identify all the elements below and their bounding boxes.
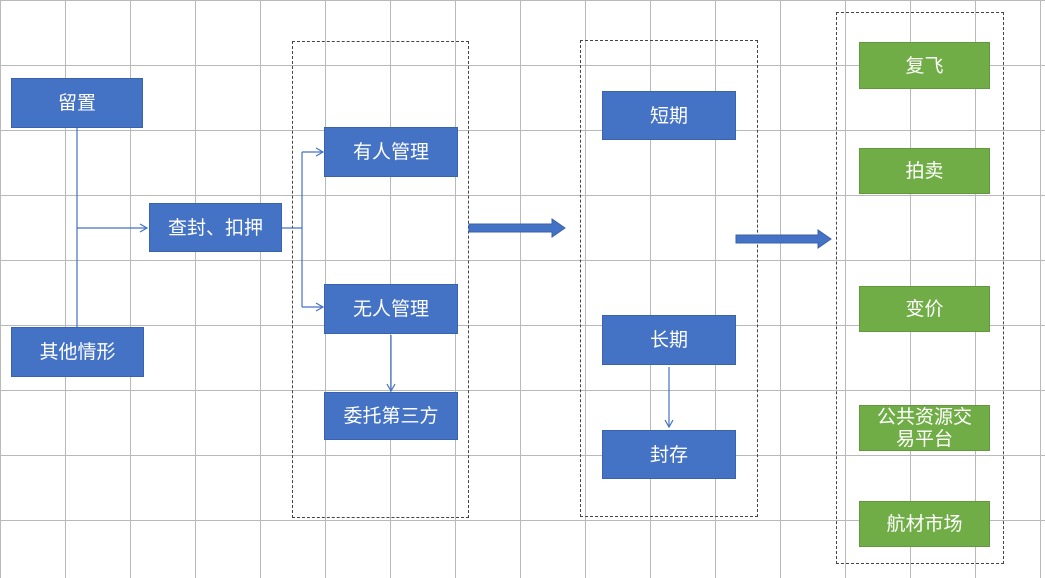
node-fengcun: 封存	[602, 430, 736, 479]
node-fufei-label: 复飞	[905, 54, 944, 77]
node-weituo: 委托第三方	[324, 392, 458, 440]
node-fengcun-label: 封存	[649, 443, 688, 466]
node-liuzhi-label: 留置	[57, 92, 96, 114]
node-youren-label: 有人管理	[352, 141, 429, 163]
node-gonggong-label: 公共资源交易平台	[876, 406, 972, 450]
node-chafeng: 查封、扣押	[149, 203, 282, 252]
node-changqi-label: 长期	[649, 329, 688, 351]
disposal-group	[836, 12, 1004, 564]
node-qita: 其他情形	[11, 327, 144, 377]
node-paimai-label: 拍卖	[905, 160, 944, 182]
node-hangcai: 航材市场	[859, 501, 990, 547]
management-group	[292, 41, 469, 518]
node-wuren-label: 无人管理	[352, 298, 429, 320]
node-changqi: 长期	[602, 315, 736, 365]
node-paimai: 拍卖	[859, 148, 990, 194]
node-duanqi-label: 短期	[649, 104, 688, 127]
duration-group	[580, 40, 758, 517]
node-weituo-label: 委托第三方	[343, 405, 439, 427]
node-youren: 有人管理	[324, 127, 458, 177]
node-gonggong: 公共资源交易平台	[859, 405, 990, 451]
node-hangcai-label: 航材市场	[886, 513, 963, 535]
node-wuren: 无人管理	[324, 284, 458, 334]
node-fufei: 复飞	[859, 42, 990, 89]
node-liuzhi: 留置	[11, 78, 143, 128]
node-bianjia: 变价	[859, 286, 990, 332]
node-duanqi: 短期	[602, 91, 736, 140]
flow-arrow-1	[468, 218, 566, 238]
node-chafeng-label: 查封、扣押	[167, 216, 263, 239]
node-bianjia-label: 变价	[905, 298, 944, 320]
node-qita-label: 其他情形	[39, 341, 116, 363]
flow-arrow-2	[735, 229, 832, 249]
